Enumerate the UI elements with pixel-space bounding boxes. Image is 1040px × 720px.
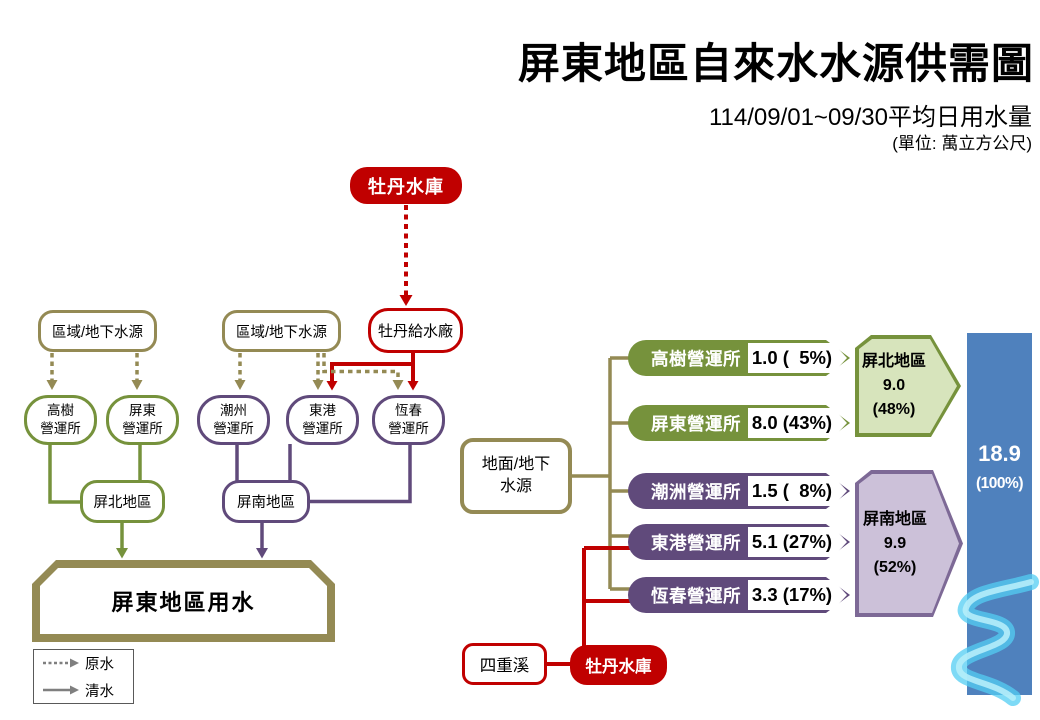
row-station-label: 東港營運所 [651,532,741,553]
row-value: 5.1 (27%) [751,531,833,552]
clean-water-arrow-icon [43,685,79,695]
south-region-total: 屏南地區 9.9 (52%) [855,470,963,617]
row-station-label: 屏東營運所 [651,413,741,434]
demand-box-fill [40,568,327,634]
river-graphic [951,574,1039,706]
station-name-line2: 營運所 [122,421,163,436]
regional-groundwater-source-mid: 區域/地下水源 [222,310,341,352]
row-value: 1.5 ( 8%) [751,480,833,501]
supply-row-hengchun: 恆春營運所 3.3 (17%) [628,577,850,613]
row-station-label: 恆春營運所 [651,585,741,606]
row-value: 3.3 (17%) [751,584,833,605]
station-name-line2: 營運所 [302,421,343,436]
row-value-panel [748,527,847,557]
station-name-line1: 東港 [309,403,336,419]
clean-water-purple-lines [235,444,412,548]
legend-raw-label: 原水 [85,656,114,673]
supply-row-gaoshu: 高樹營運所 1.0 ( 5%) [628,340,850,376]
region-value: 9.9 [883,534,907,552]
raw-water-arrow-icon [43,658,79,668]
south-region-node: 屏南地區 [222,480,310,523]
row-value-panel [748,408,847,438]
row-value: 8.0 (43%) [751,412,833,433]
row-station-label: 高樹營運所 [651,348,741,369]
page-title: 屏東地區自來水水源供需圖 [517,40,1034,87]
region-pct: (52%) [873,558,917,576]
station-name-line1: 潮州 [220,403,247,419]
regional-groundwater-source-left: 區域/地下水源 [38,310,157,352]
station-name-line1: 恆春 [395,403,422,419]
region-name: 屏北地區 [861,353,926,370]
source-line2: 水源 [499,478,532,495]
station-name-line1: 屏東 [129,403,156,419]
station-name-line2: 營運所 [213,421,254,436]
total-pct: (100%) [976,475,1023,492]
source-line1: 地面/地下 [481,456,551,474]
row-station-label: 潮洲營運所 [651,481,741,502]
page-subtitle: 114/09/01~09/30平均日用水量 [708,104,1032,131]
supply-row-chaozhou: 潮洲營運所 1.5 ( 8%) [628,473,850,509]
mudan-water-plant-node: 牡丹給水廠 [368,308,463,353]
station-chaozhou: 潮州 營運所 [197,395,270,445]
unit-note: (單位: 萬立方公尺) [892,134,1032,153]
row-value-panel [748,343,847,373]
clean-water-green-lines [48,444,142,548]
supply-row-pingtung: 屏東營運所 8.0 (43%) [628,405,850,441]
mudan-reservoir-source-node: 牡丹水庫 [570,645,667,685]
mudan-reservoir-node: 牡丹水庫 [350,167,462,204]
station-pingtung: 屏東 營運所 [106,395,179,445]
south-region-total-text: 屏南地區 9.9 (52%) [855,470,963,617]
supply-row-donggang: 東港營運所 5.1 (27%) [628,524,850,560]
demand-box-label: 屏東地區用水 [111,590,256,615]
total-value: 18.9 [978,441,1021,466]
legend-raw-water: 原水 [41,653,133,674]
pingtung-demand-box: 屏東地區用水 [32,560,335,642]
station-hengchun: 恆春 營運所 [372,395,445,445]
station-gaoshu: 高樹 營運所 [24,395,97,445]
raw-water-olive-lines [50,353,400,380]
station-name-line1: 高樹 [47,403,74,419]
clean-water-red-lines [330,352,415,381]
station-donggang: 東港 營運所 [286,395,359,445]
north-region-total: 屏北地區 9.0 (48%) [855,335,961,437]
surface-groundwater-source-node: 地面/地下 水源 [460,438,572,514]
region-pct: (48%) [872,401,916,418]
legend-clean-water: 清水 [41,680,133,701]
region-value: 9.0 [882,377,906,394]
north-region-node: 屏北地區 [80,480,165,523]
region-name: 屏南地區 [862,510,927,528]
north-region-total-text: 屏北地區 9.0 (48%) [855,335,961,437]
row-value-panel [748,476,847,506]
row-value-panel [748,580,847,610]
row-value: 1.0 ( 5%) [751,347,833,368]
station-name-line2: 營運所 [388,421,429,436]
legend-clean-label: 清水 [85,683,114,700]
sichongxi-stream-node: 四重溪 [462,643,547,685]
station-name-line2: 營運所 [40,421,81,436]
legend: 原水 清水 [33,649,134,704]
